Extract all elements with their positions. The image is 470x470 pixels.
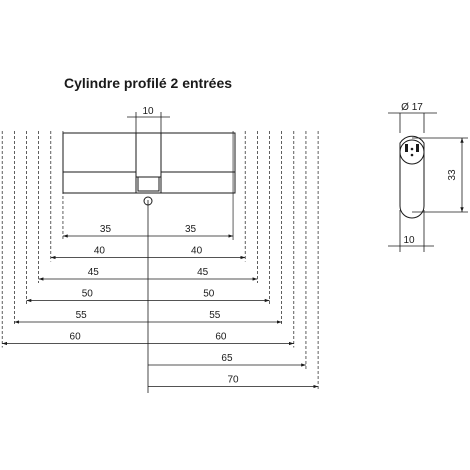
right-dimension-label: 65 — [221, 353, 233, 364]
right-dimension-label: 55 — [209, 310, 221, 321]
right-dimension-set: 35 40 45 50 55 60 65 70 — [148, 131, 319, 391]
end-height-dimension — [412, 137, 468, 213]
key-icon — [405, 144, 419, 157]
right-dimension-label: 35 — [185, 224, 197, 235]
cam-width-dimension — [127, 112, 170, 133]
cylinder-side-view — [62, 132, 236, 206]
right-dimension-label: 50 — [203, 289, 215, 300]
right-dimension-label: 60 — [215, 332, 227, 343]
left-dimension-label: 55 — [76, 310, 88, 321]
left-dimension-label: 60 — [70, 332, 82, 343]
left-dimension-label: 50 — [82, 289, 94, 300]
left-dimension-label: 45 — [88, 267, 100, 278]
end-diameter-label: Ø 17 — [401, 102, 423, 113]
right-dimension-label: 70 — [227, 375, 239, 386]
left-dimension-label: 35 — [100, 224, 112, 235]
cylinder-end-view — [399, 135, 425, 219]
end-height-label: 33 — [447, 169, 458, 181]
end-diameter-dimension — [388, 112, 437, 133]
right-dimension-label: 40 — [191, 246, 203, 257]
diagram-title: Cylindre profilé 2 entrées — [64, 75, 232, 91]
left-dimension-set: 35 40 45 50 55 60 — [1, 131, 148, 348]
left-dimension-label: 40 — [94, 246, 106, 257]
end-width-dimension — [388, 210, 434, 252]
cam-width-label: 10 — [142, 106, 154, 117]
end-width-label: 10 — [403, 235, 415, 246]
right-dimension-label: 45 — [197, 267, 209, 278]
